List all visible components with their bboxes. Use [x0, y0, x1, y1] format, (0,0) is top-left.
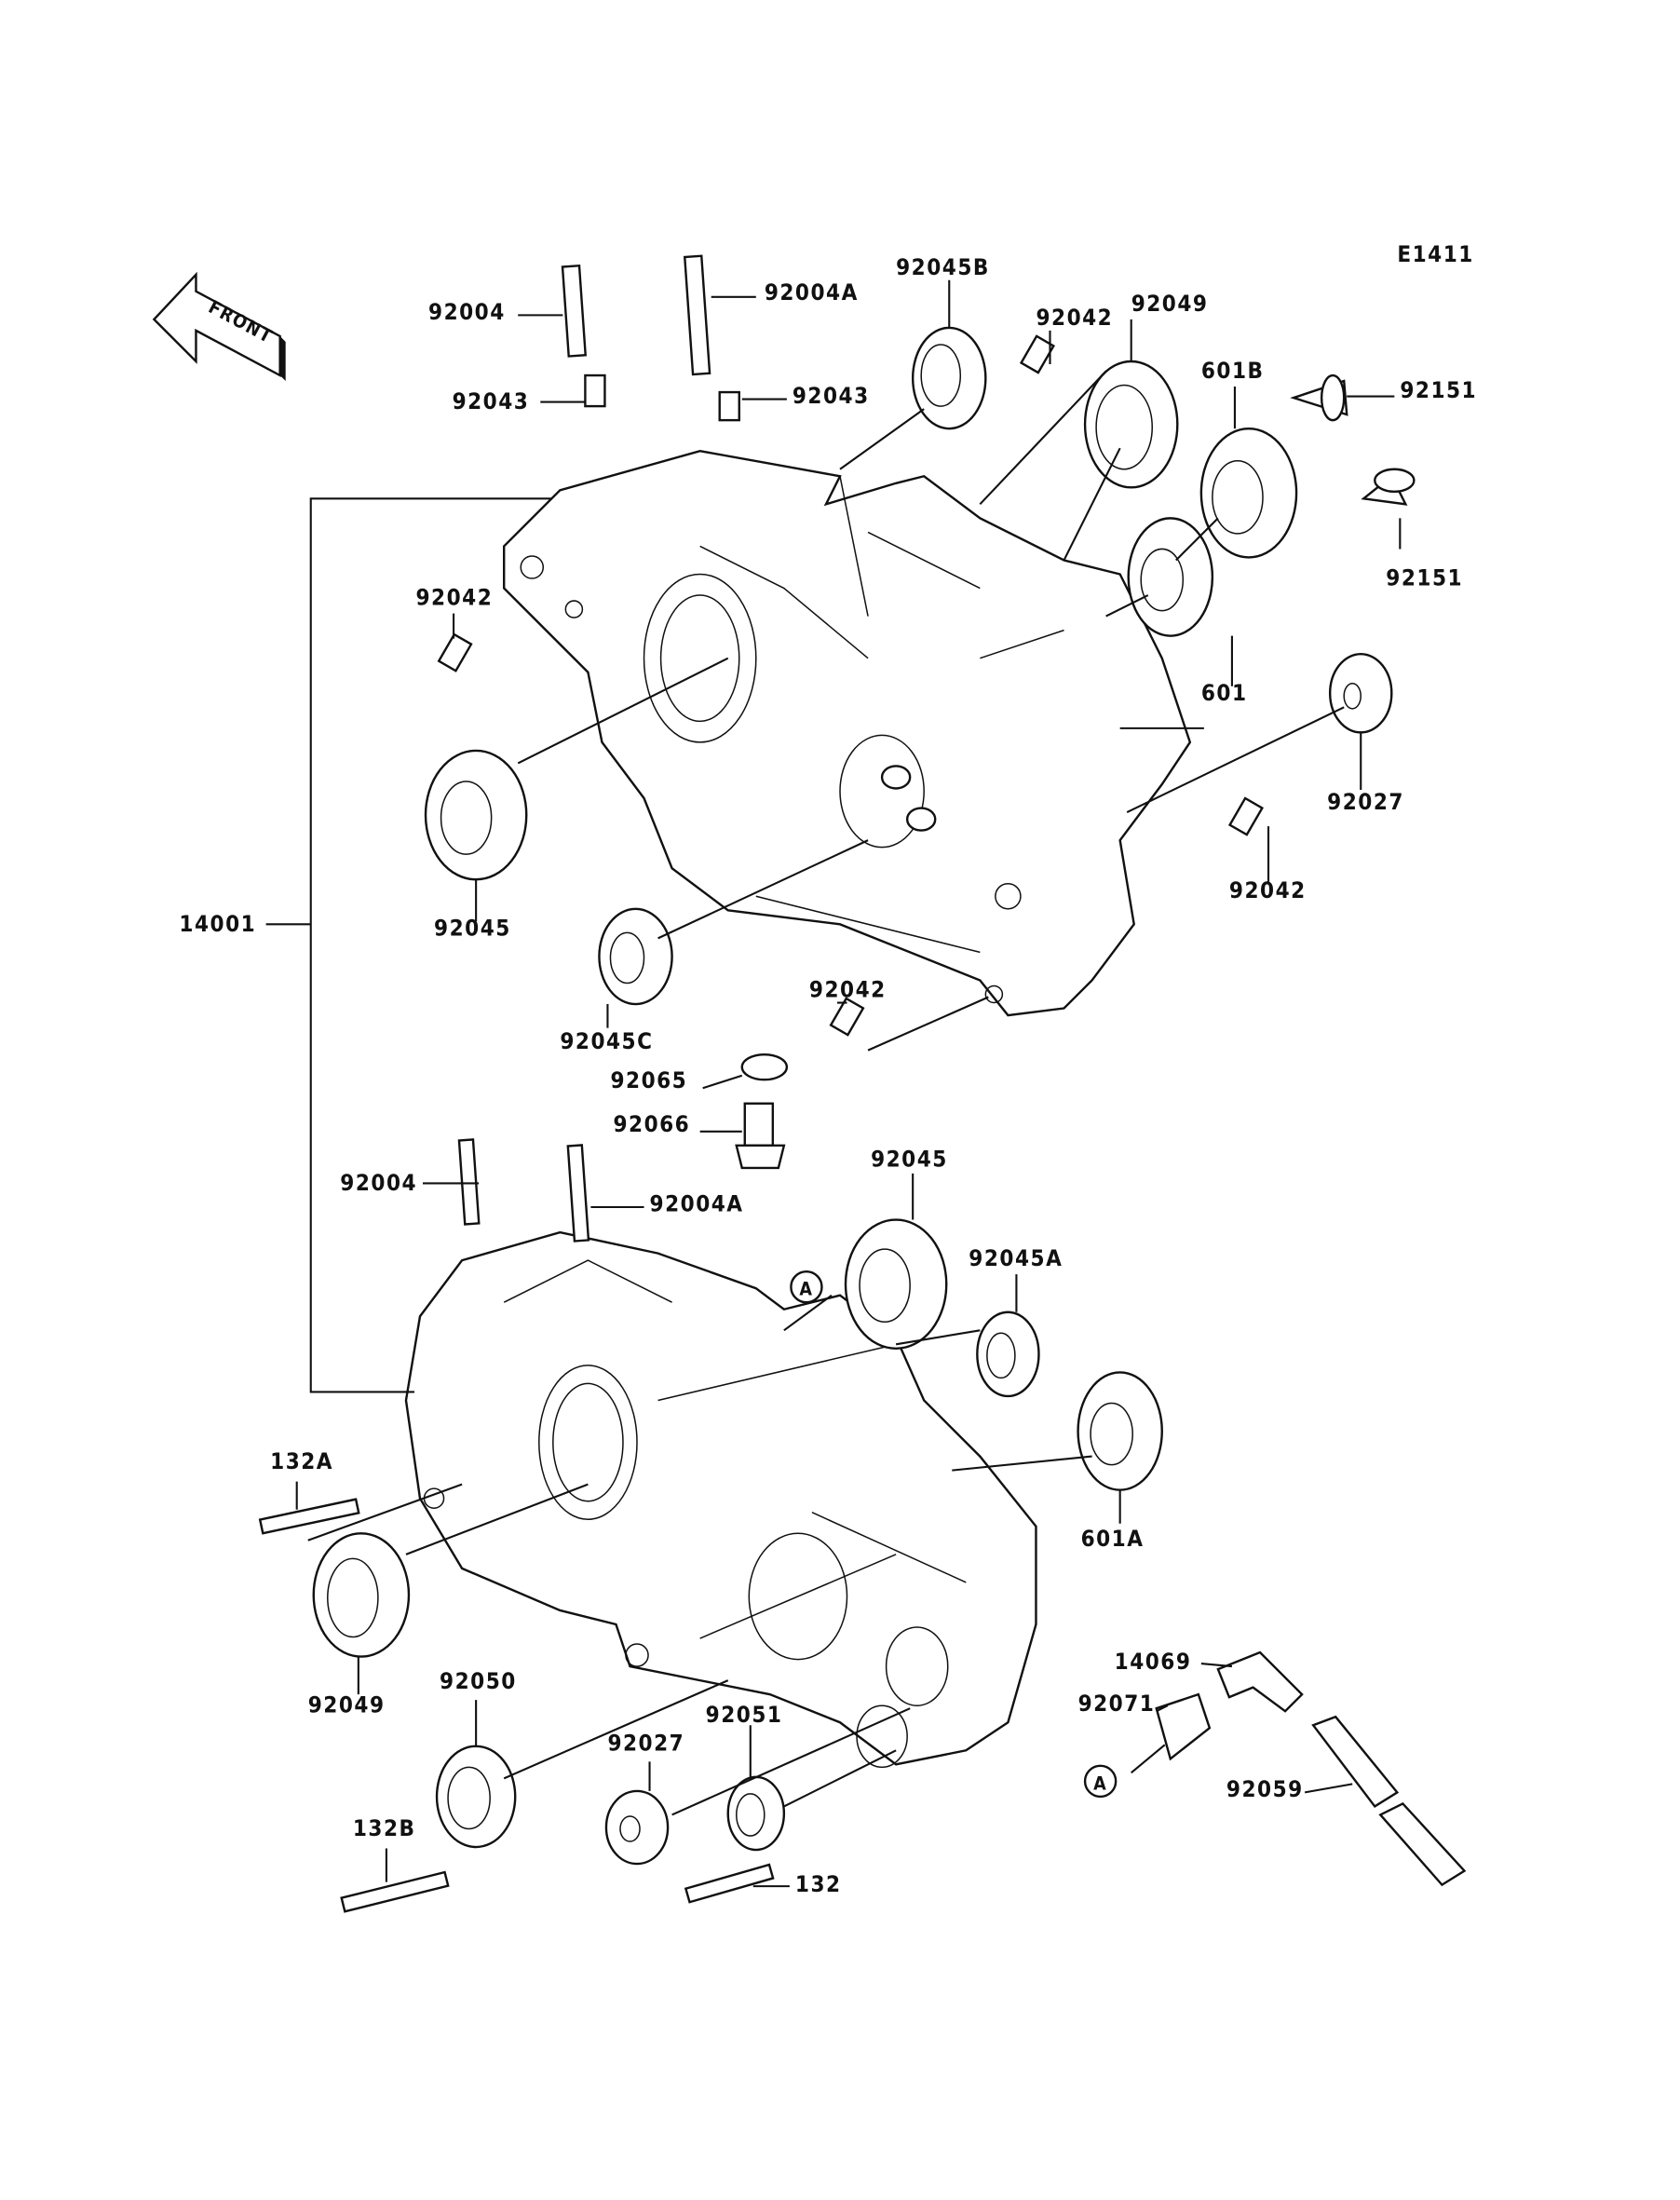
diagram-id: E1411	[1397, 241, 1474, 267]
bearing-601	[1127, 517, 1214, 637]
bearing-92045A	[976, 1310, 1040, 1398]
fasteners	[258, 254, 1467, 1913]
part-number-label: 92151	[1400, 377, 1477, 403]
seal-92049	[1083, 360, 1179, 489]
part-number-label: 92027	[1327, 789, 1404, 815]
seal-92051	[726, 1775, 786, 1852]
leader-lines	[265, 279, 1402, 1888]
part-number-label: 92051	[706, 1702, 783, 1728]
part-number-label: 92042	[1036, 305, 1113, 331]
callout-labels: 9200492004A92045B9204292049601B921519204…	[179, 254, 1477, 1897]
part-number-label: 92151	[1386, 565, 1463, 591]
lower-crankcase-half	[404, 1230, 1037, 1769]
part-number-label: 132	[795, 1871, 842, 1897]
part-number-label: 601A	[1081, 1526, 1145, 1552]
bearing-92045	[424, 749, 528, 881]
bearings	[312, 326, 1393, 1866]
bearing-601A	[1077, 1371, 1163, 1491]
part-number-label: A	[799, 1279, 812, 1300]
part-number-label: 92065	[610, 1067, 687, 1093]
part-number-label: 92045A	[969, 1245, 1063, 1271]
part-number-label: 92004	[428, 299, 506, 325]
bearing-92045B	[911, 326, 987, 430]
bearing-601B	[1199, 427, 1298, 559]
reference-circle-icon	[790, 1270, 823, 1304]
part-number-label: 92049	[308, 1692, 386, 1718]
washer-92027	[1328, 652, 1393, 734]
part-number-label: 92045	[871, 1146, 948, 1172]
part-number-label: 132B	[353, 1815, 416, 1841]
washer-92027-lower	[604, 1789, 670, 1866]
part-number-label: 92049	[1131, 291, 1209, 317]
part-number-label: 14069	[1115, 1649, 1192, 1675]
bearing-92045C	[598, 907, 673, 1006]
part-number-label: 92071	[1078, 1691, 1156, 1717]
seal-92050	[435, 1745, 517, 1849]
part-number-label: 92050	[440, 1668, 517, 1694]
part-number-label: 92059	[1226, 1776, 1304, 1802]
part-number-label: 132A	[270, 1448, 333, 1474]
part-number-label: 92027	[607, 1730, 684, 1756]
part-number-label: 601	[1201, 680, 1248, 706]
part-number-label: 92043	[453, 388, 530, 414]
part-number-label: 14001	[179, 911, 256, 937]
part-number-label: 92004A	[765, 279, 859, 306]
part-number-label: 92042	[809, 977, 887, 1003]
seal-92049-lower	[312, 1532, 411, 1658]
reference-circle-icon	[1083, 1764, 1118, 1799]
upper-crankcase-half	[502, 449, 1192, 1017]
part-number-label: 92043	[793, 383, 870, 409]
part-number-label: 92042	[1229, 877, 1307, 903]
part-number-label: 92042	[415, 585, 493, 611]
part-number-label: 92004	[340, 1170, 417, 1196]
part-number-label: 601B	[1201, 358, 1265, 384]
part-number-label: 92004A	[650, 1191, 744, 1217]
bearing-92045-lower	[844, 1218, 948, 1351]
part-number-label: 92045B	[896, 254, 990, 280]
front-arrow-icon: FRONT	[152, 271, 286, 382]
part-number-label: 92045C	[560, 1028, 653, 1054]
part-number-label: 92045	[434, 915, 511, 941]
part-number-label: 92066	[613, 1111, 690, 1137]
part-number-label: A	[1093, 1772, 1106, 1794]
